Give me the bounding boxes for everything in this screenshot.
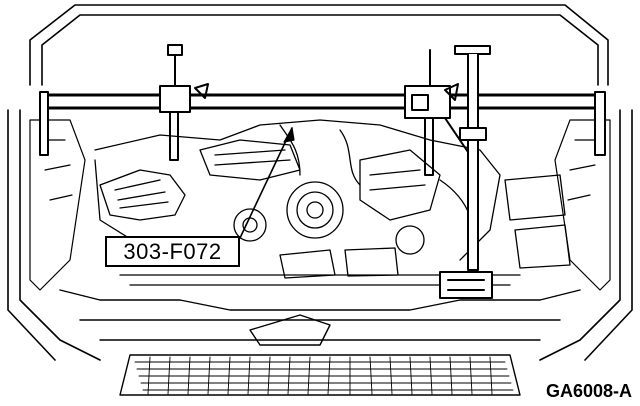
left-lift-hook: [159, 44, 209, 161]
lifting-screw: [439, 45, 493, 299]
callout-leader-line: [239, 127, 293, 239]
engine-assembly: [94, 119, 571, 286]
callout-arrowhead: [283, 127, 295, 143]
support-crossbar: [39, 91, 606, 156]
figure-id-label: GA6008-A: [545, 381, 632, 401]
grille-mesh: [134, 356, 514, 395]
front-grille: [59, 289, 581, 396]
tool-number-callout: 303-F072: [105, 236, 240, 267]
hood-outline: [7, 4, 633, 361]
left-fender: [29, 119, 86, 291]
